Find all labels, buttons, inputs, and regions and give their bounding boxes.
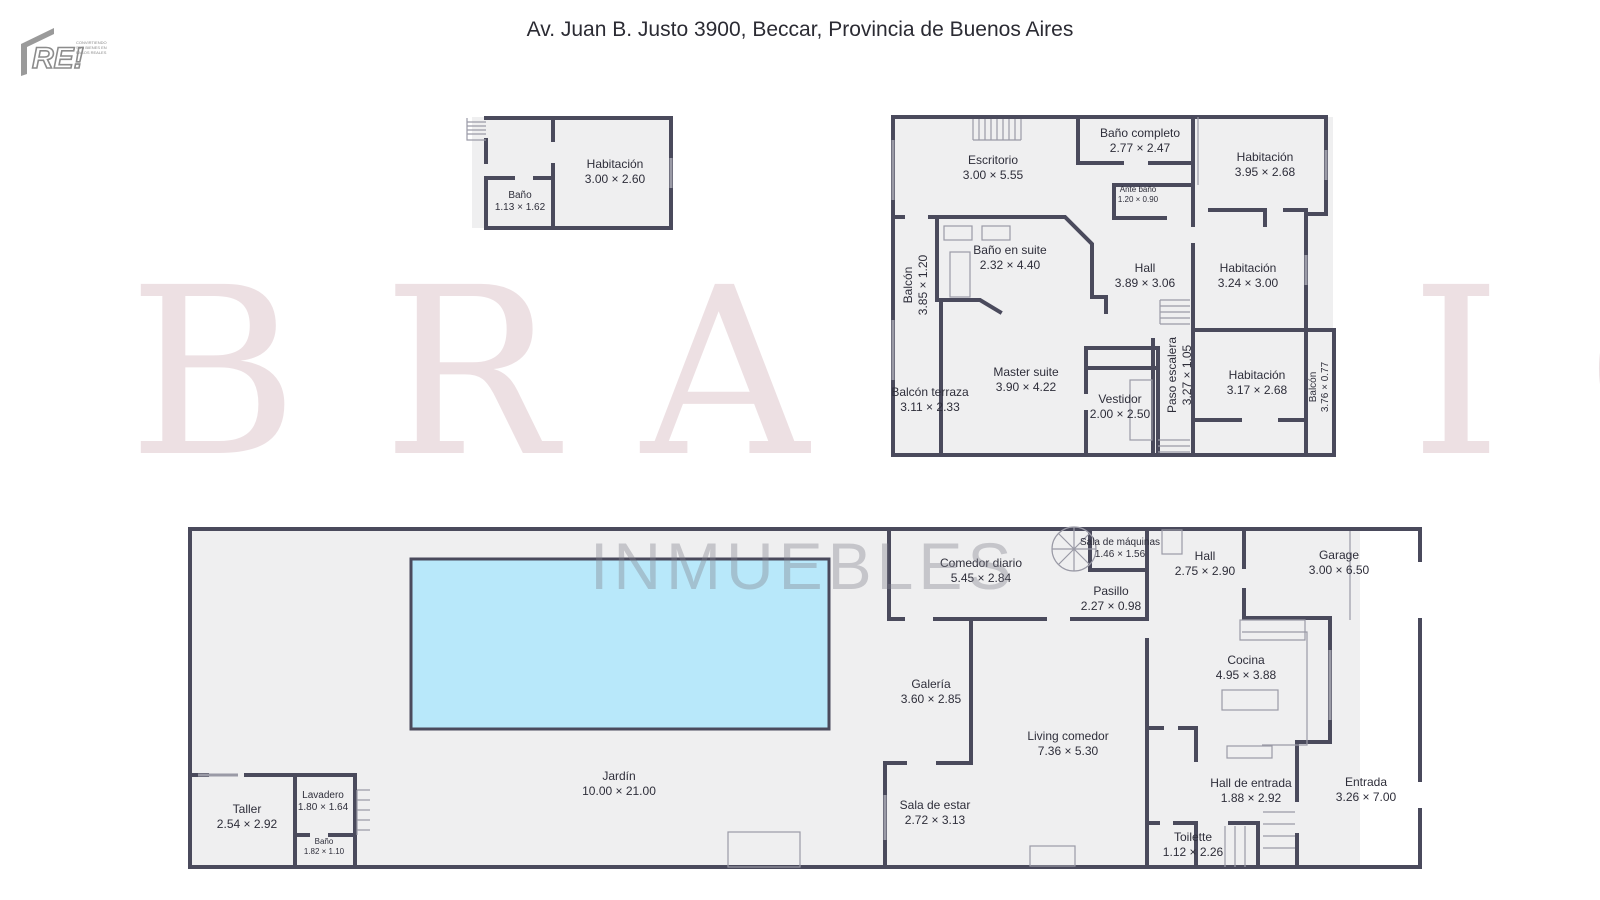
logo-mark: RE! <box>32 42 84 75</box>
property-address: Av. Juan B. Justo 3900, Beccar, Provinci… <box>526 18 1074 41</box>
floor-upper-small <box>472 117 671 228</box>
pool <box>409 557 831 731</box>
logo-tagline: CONVIRTIENDO SUS BIENES EN PASOS REALES <box>76 40 107 55</box>
floor-upper-main <box>893 117 1333 453</box>
re-logo: RE! <box>21 28 84 76</box>
